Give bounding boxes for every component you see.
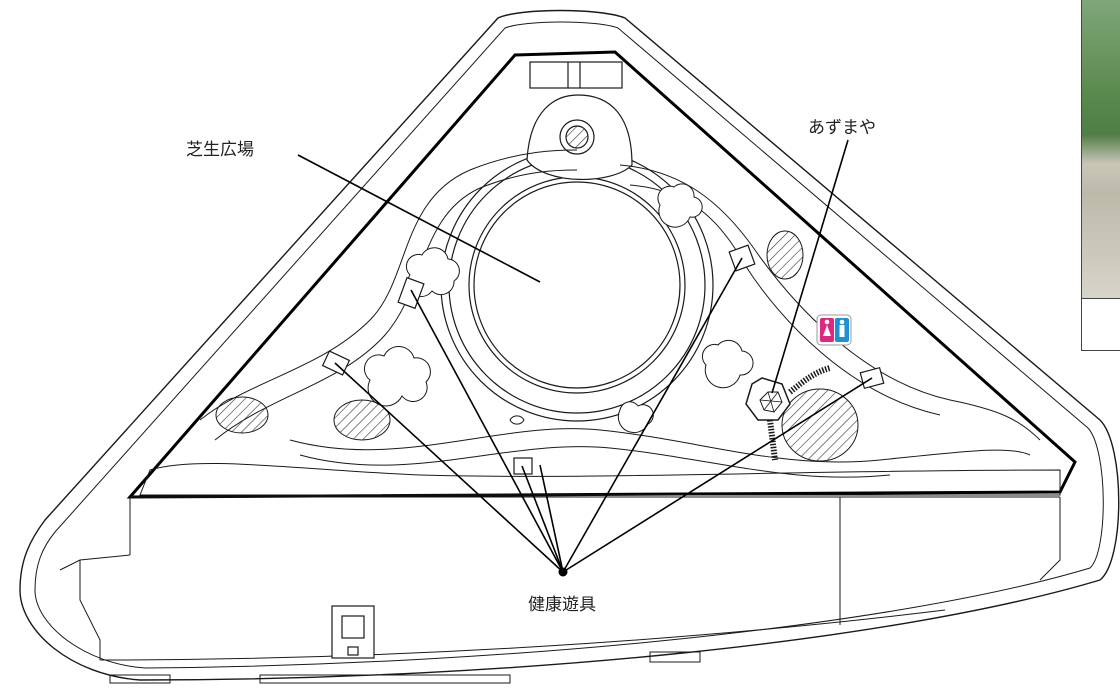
fitness-equipment-label: 健康遊具 [528, 595, 596, 615]
site-boundary-outer [19, 9, 1120, 681]
site-boundary-inner [34, 21, 1104, 669]
park-photo [1082, 0, 1120, 298]
photo-caption-box [1082, 298, 1120, 350]
restroom-icon [816, 314, 852, 346]
north-monument [526, 61, 633, 180]
gazebo [745, 365, 831, 461]
planting-beds [139, 230, 1061, 496]
photo-panel [1081, 0, 1120, 351]
leader-lines [297, 139, 873, 573]
lawn-plaza-label: 芝生広場 [186, 140, 254, 160]
entrance-structure [331, 605, 375, 659]
gazebo-label: あずまや [808, 118, 876, 138]
hexagon-gazebo-icon [745, 377, 791, 421]
walking-path [199, 149, 1041, 478]
park-area-outline [126, 50, 1077, 499]
fitness-equipment-marker [558, 567, 568, 577]
lower-area [59, 496, 1061, 684]
